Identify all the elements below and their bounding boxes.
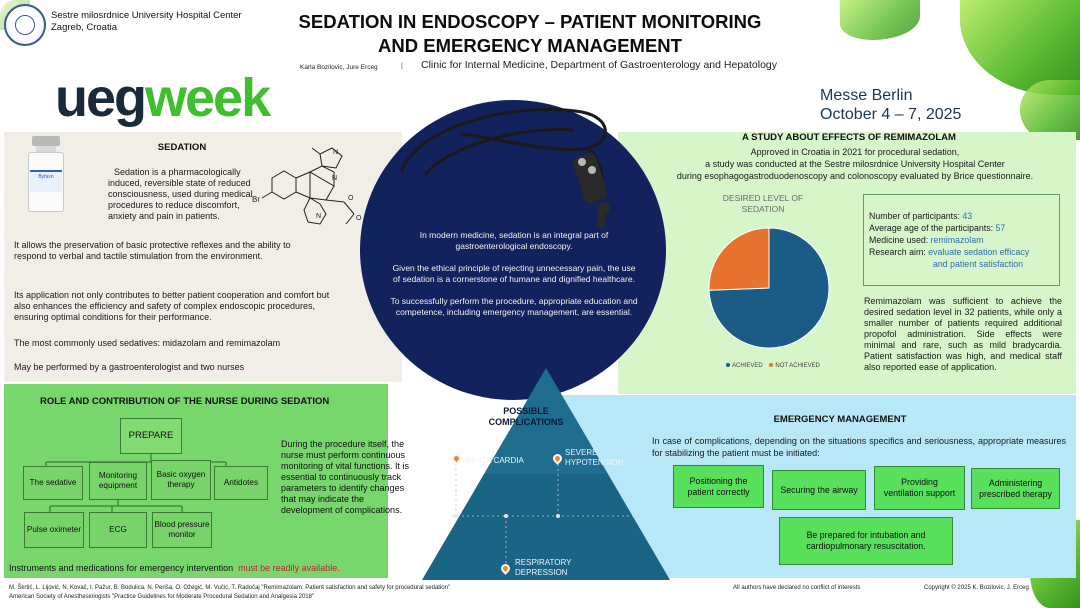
monitor-item-pulse-oximeter: Pulse oximeter xyxy=(24,512,84,548)
molecule-atom-o: O xyxy=(348,195,354,202)
chart-legend: ACHIEVED NOT ACHIEVED xyxy=(726,363,820,369)
center-circle xyxy=(360,100,666,400)
study-intro-line: during esophagogastroduodenoscopy and co… xyxy=(676,171,1034,181)
reference-line: American Society of Anesthesiologists "P… xyxy=(9,594,315,600)
bottom-text-highlight: must be readily available. xyxy=(238,563,340,573)
sedation-panel xyxy=(4,132,402,382)
stat-label: Medicine used: xyxy=(869,235,929,245)
sedation-title: SEDATION xyxy=(157,142,207,153)
nurse-title: ROLE AND CONTRIBUTION OF THE NURSE DURIN… xyxy=(40,396,330,407)
authors: Karla Bozilovic, Jure Erceg xyxy=(300,64,378,71)
event-info: Messe Berlin October 4 – 7, 2025 xyxy=(820,86,961,124)
emergency-intro: In case of complications, depending on t… xyxy=(652,436,1066,458)
prepare-box: PREPARE xyxy=(120,418,182,454)
molecule-atom-o: O xyxy=(356,215,362,222)
sedatives-text: The most commonly used sedatives: midazo… xyxy=(14,338,281,348)
week-logo-part: week xyxy=(145,68,271,128)
legend-label: ACHIEVED xyxy=(732,363,763,370)
references: M. Škrtić, L. Lijović, N. Kovač, I. Pažu… xyxy=(9,584,450,602)
center-text: In modern medicine, sedation is an integ… xyxy=(390,230,638,329)
monitor-item-ecg: ECG xyxy=(89,512,147,548)
legend-swatch-not-achieved xyxy=(769,363,774,367)
measure-intubation: Be prepared for intubation and cardiopul… xyxy=(779,517,953,565)
study-intro-line: Approved in Croatia in 2021 for procedur… xyxy=(750,147,960,157)
molecule-atom-n: N xyxy=(316,213,321,220)
stat-label: Average age of the participants: xyxy=(869,223,994,233)
endoscope-image xyxy=(400,108,610,228)
decorative-leaf xyxy=(840,0,920,40)
prepare-item-sedative: The sedative xyxy=(23,466,83,500)
hospital-line: Sestre milosrdnice University Hospital C… xyxy=(51,10,242,21)
molecule-atom-n: N xyxy=(333,149,338,156)
stat-value: remimazolam xyxy=(930,235,984,245)
prepare-item-antidotes: Antidotes xyxy=(214,466,268,500)
emergency-title: EMERGENCY MANAGEMENT xyxy=(773,414,907,425)
measure-ventilation: Providing ventilation support xyxy=(874,466,965,510)
remimazolam-molecule-diagram: Br N N N O O xyxy=(252,147,362,225)
reference-line: M. Škrtić, L. Lijović, N. Kovač, I. Pažu… xyxy=(9,585,451,591)
center-paragraph: Given the ethical principle of rejecting… xyxy=(392,263,636,284)
clinic-name: Clinic for Internal Medicine, Department… xyxy=(421,59,778,71)
measure-positioning: Positioning the patient correctly xyxy=(673,465,764,508)
header-separator: | xyxy=(401,63,403,70)
sedation-benefits-text: Its application not only contributes to … xyxy=(14,290,330,322)
ueg-week-logo: uegweek xyxy=(55,68,271,128)
sedation-pie-chart xyxy=(708,227,830,349)
complication-label: BRADYCARDIA xyxy=(466,456,524,465)
legend-label: NOT ACHIEVED xyxy=(775,363,820,370)
center-paragraph: To successfully perform the procedure, a… xyxy=(390,296,638,317)
complications-title: POSSIBLE COMPLICATIONS xyxy=(488,406,564,427)
complications-triangle xyxy=(422,368,670,580)
conflict-statement: All authors have declared no conflict of… xyxy=(733,585,861,591)
study-panel xyxy=(618,132,1076,394)
molecule-atom-br: Br xyxy=(252,195,260,204)
hospital-logo xyxy=(4,4,46,46)
copyright: Copyright © 2025 K. Bozilovic, J. Erceg xyxy=(924,585,1029,591)
nurse-bottom-text: Instruments and medications for emergenc… xyxy=(9,563,340,573)
stat-value: and patient satisfaction xyxy=(933,259,1023,269)
nurse-monitoring-text: During the procedure itself, the nurse m… xyxy=(281,439,410,515)
complication-label: RESPIRATORY DEPRESSION xyxy=(515,558,572,577)
sedation-definition: Sedation is a pharmacologically induced,… xyxy=(108,167,253,221)
stat-value: 57 xyxy=(995,223,1006,233)
hospital-line: Zagreb, Croatia xyxy=(51,22,118,33)
complication-label: SEVERE HYPOTENSION xyxy=(565,448,624,467)
molecule-atom-n: N xyxy=(332,175,337,182)
monitor-item-blood-pressure: Blood pressure monitor xyxy=(152,512,212,548)
center-paragraph: In modern medicine, sedation is an integ… xyxy=(419,230,609,251)
study-stats-box: Number of participants: 43 Average age o… xyxy=(863,194,1060,286)
event-dates: October 4 – 7, 2025 xyxy=(820,106,962,123)
pie-slice-not-achieved xyxy=(708,227,770,291)
vial-label: Byfavo xyxy=(38,174,54,180)
chart-title: DESIRED LEVEL OF SEDATION xyxy=(722,193,804,214)
sedation-reflexes-text: It allows the preservation of basic prot… xyxy=(14,240,291,261)
staff-text: May be performed by a gastroenterologist… xyxy=(14,362,245,372)
study-results: Remimazolam was sufficient to achieve th… xyxy=(864,296,1062,372)
title-line: SEDATION IN ENDOSCOPY – PATIENT MONITORI… xyxy=(298,11,762,32)
measure-airway: Securing the airway xyxy=(772,470,866,510)
hospital-name: Sestre milosrdnice University Hospital C… xyxy=(51,10,242,34)
poster-title: SEDATION IN ENDOSCOPY – PATIENT MONITORI… xyxy=(250,10,810,58)
stat-label: Research aim: xyxy=(869,247,926,257)
ueg-logo-part: ueg xyxy=(55,68,147,128)
study-intro-line: a study was conducted at the Sestre milo… xyxy=(705,159,1005,169)
event-venue: Messe Berlin xyxy=(820,87,913,104)
prepare-item-oxygen: Basic oxygen therapy xyxy=(151,460,211,500)
stat-value: evaluate sedation efficacy xyxy=(928,247,1030,257)
stat-label: Number of participants: xyxy=(869,211,960,221)
study-title: A STUDY ABOUT EFFECTS OF REMIMAZOLAM xyxy=(742,132,956,143)
prepare-item-monitoring: Monitoring equipment xyxy=(89,462,147,500)
stat-value: 43 xyxy=(962,211,973,221)
medicine-vial-image: Byfavo xyxy=(22,136,70,214)
legend-swatch-achieved xyxy=(726,363,730,367)
title-line: AND EMERGENCY MANAGEMENT xyxy=(378,35,682,56)
measure-therapy: Administering prescribed therapy xyxy=(971,468,1060,509)
decorative-leaf xyxy=(1020,80,1080,140)
study-intro: Approved in Croatia in 2021 for procedur… xyxy=(650,146,1060,182)
bottom-text: Instruments and medications for emergenc… xyxy=(9,563,234,573)
